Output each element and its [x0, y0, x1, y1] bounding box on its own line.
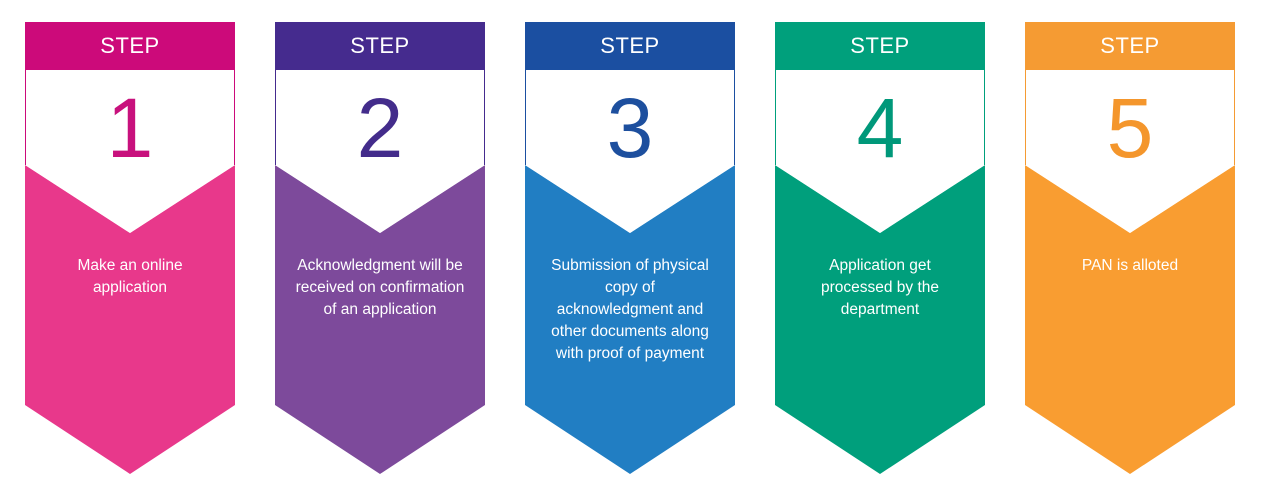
- step-number: 1: [106, 81, 154, 175]
- step-description: Make an online application: [77, 257, 183, 296]
- step-description: Acknowledgment will be received on confi…: [295, 257, 465, 318]
- step-header-label: STEP: [850, 33, 910, 58]
- step-header-label: STEP: [350, 33, 410, 58]
- step-card-shape: [25, 22, 235, 474]
- step-header-label: STEP: [1100, 33, 1160, 58]
- step-card-1: STEP 1 Make an online application: [25, 22, 235, 474]
- step-card-shape: [775, 22, 985, 474]
- step-description: PAN is alloted: [1081, 257, 1179, 274]
- step-number: 2: [356, 81, 404, 175]
- step-number: 3: [606, 81, 654, 175]
- step-card-3: STEP 3 Submission of physical copy of ac…: [525, 22, 735, 474]
- step-card-4: STEP 4 Application get processed by the …: [775, 22, 985, 474]
- step-description: Application get processed by the departm…: [820, 257, 940, 318]
- step-card-shape: [1025, 22, 1235, 474]
- step-card-2: STEP 2 Acknowledgment will be received o…: [275, 22, 485, 474]
- step-header-label: STEP: [600, 33, 660, 58]
- step-description: Submission of physical copy of acknowled…: [551, 257, 709, 362]
- step-header-label: STEP: [100, 33, 160, 58]
- step-card-5: STEP 5 PAN is alloted: [1025, 22, 1235, 474]
- step-card-shape: [525, 22, 735, 474]
- step-number: 5: [1106, 81, 1154, 175]
- step-card-shape: [275, 22, 485, 474]
- step-number: 4: [856, 81, 904, 175]
